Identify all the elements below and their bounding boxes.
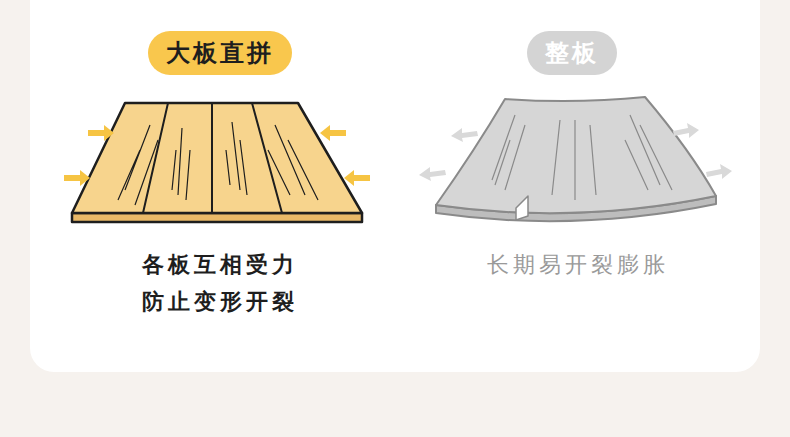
method-pill: 大板直拼: [148, 31, 292, 75]
method-pill: 整板: [527, 31, 617, 75]
whole-board: [436, 97, 716, 221]
pill-text: 大板直拼: [166, 37, 274, 69]
benefit-caption: 各板互相受力 防止变形开裂: [125, 246, 315, 320]
force-arrows: [64, 125, 370, 186]
joined-board: [72, 103, 362, 222]
pill-text: 整板: [545, 37, 599, 69]
drawback-caption: 长期易开裂膨胀: [448, 246, 708, 283]
expansion-arrows: [419, 123, 732, 181]
card: [30, 0, 760, 372]
